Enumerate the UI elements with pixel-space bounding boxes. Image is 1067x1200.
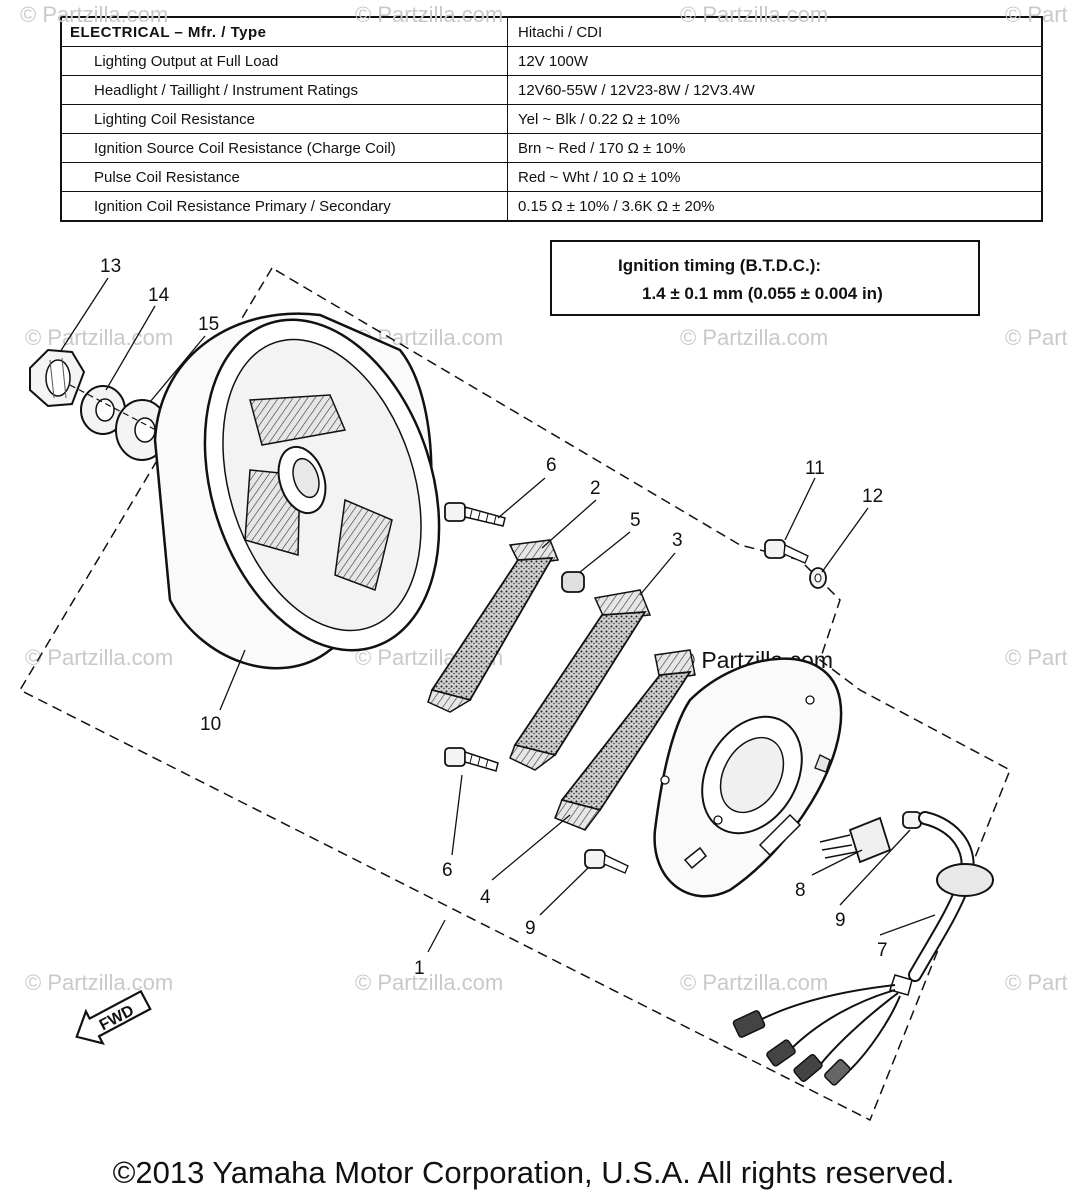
lighting-coil-part bbox=[427, 539, 560, 713]
electrical-spec-table: ELECTRICAL – Mfr. / Type Hitachi / CDI L… bbox=[60, 16, 1043, 222]
washer-part bbox=[809, 567, 827, 589]
watermark: © Partzilla.com bbox=[680, 2, 828, 27]
callout-13: 13 bbox=[100, 256, 121, 277]
watermark: © Partzilla.com bbox=[680, 325, 828, 350]
ignition-timing-box: Ignition timing (B.T.D.C.): 1.4 ± 0.1 mm… bbox=[550, 240, 980, 316]
spec-value: Red ~ Wht / 10 Ω ± 10% bbox=[507, 162, 1043, 192]
flywheel-rotor-part bbox=[153, 312, 441, 670]
callout-12: 12 bbox=[862, 486, 883, 507]
copyright-notice: ©2013 Yamaha Motor Corporation, U.S.A. A… bbox=[112, 1155, 955, 1190]
assembly-outline bbox=[18, 266, 1011, 1122]
spec-value: Yel ~ Blk / 0.22 Ω ± 10% bbox=[507, 104, 1043, 134]
spec-row: Ignition Coil Resistance Primary / Secon… bbox=[60, 191, 1043, 222]
spec-value: 0.15 Ω ± 10% / 3.6K Ω ± 20% bbox=[507, 191, 1043, 222]
watermark: © Partzilla.com bbox=[1005, 325, 1067, 350]
watermark: © Partzilla.com bbox=[355, 2, 503, 27]
pulse-coil-part bbox=[554, 649, 696, 831]
lead-wire-part bbox=[732, 811, 994, 1086]
watermark: © Partzilla.com bbox=[1005, 2, 1067, 27]
watermark: © Partzilla.com bbox=[355, 970, 503, 995]
leader-lines bbox=[59, 277, 936, 953]
callout-5: 5 bbox=[630, 510, 641, 531]
screw-part bbox=[764, 539, 809, 564]
spec-value: 12V60-55W / 12V23-8W / 12V3.4W bbox=[507, 75, 1043, 105]
nut-part bbox=[29, 348, 86, 408]
spec-label: Ignition Source Coil Resistance (Charge … bbox=[60, 133, 508, 163]
watermark: © Partzilla.com bbox=[25, 645, 173, 670]
callout-11: 11 bbox=[805, 458, 825, 479]
ignition-timing-value: 1.4 ± 0.1 mm (0.055 ± 0.004 in) bbox=[642, 284, 883, 303]
callout-10: 10 bbox=[200, 714, 221, 735]
watermark: © Partzilla.com bbox=[680, 970, 828, 995]
screw-part bbox=[444, 502, 506, 527]
stator-base-plate-part bbox=[653, 657, 843, 898]
spec-row: Lighting Coil Resistance Yel ~ Blk / 0.2… bbox=[60, 104, 1043, 134]
spec-row: Lighting Output at Full Load 12V 100W bbox=[60, 46, 1043, 76]
grommet-part bbox=[819, 816, 892, 864]
callout-8: 8 bbox=[795, 880, 806, 901]
callout-9: 9 bbox=[525, 918, 536, 939]
callout-6: 6 bbox=[442, 860, 453, 881]
spec-label: Pulse Coil Resistance bbox=[60, 162, 508, 192]
ignition-source-coil-part bbox=[509, 589, 652, 771]
watermark: © Partzilla.com bbox=[20, 2, 168, 27]
spec-label: Ignition Coil Resistance Primary / Secon… bbox=[60, 191, 508, 222]
callout-14: 14 bbox=[148, 285, 170, 306]
callout-6: 6 bbox=[546, 455, 557, 476]
callout-2: 2 bbox=[590, 478, 601, 499]
screw-part bbox=[584, 849, 629, 874]
ignition-timing-title: Ignition timing (B.T.D.C.): bbox=[618, 256, 822, 275]
callout-labels: 13 14 15 6 2 5 3 10 6 4 9 8 9 7 11 12 1 bbox=[100, 256, 888, 979]
callout-1: 1 bbox=[414, 958, 425, 979]
spacer-part bbox=[561, 571, 585, 593]
watermark: © Partzilla.com bbox=[1005, 970, 1067, 995]
watermark: © Partzilla.com bbox=[25, 325, 173, 350]
callout-15: 15 bbox=[198, 314, 219, 335]
callout-3: 3 bbox=[672, 530, 683, 551]
spec-row: Pulse Coil Resistance Red ~ Wht / 10 Ω ±… bbox=[60, 162, 1043, 192]
watermark: © Partzilla.com bbox=[1005, 645, 1067, 670]
screw-part bbox=[444, 747, 499, 772]
callout-9: 9 bbox=[835, 910, 846, 931]
watermark: © Partzilla.com bbox=[25, 970, 173, 995]
callout-4: 4 bbox=[480, 887, 491, 908]
callout-7: 7 bbox=[877, 940, 888, 961]
spec-row-header: ELECTRICAL – Mfr. / Type Hitachi / CDI bbox=[60, 16, 1043, 47]
spec-header-value: Hitachi / CDI bbox=[507, 16, 1043, 47]
